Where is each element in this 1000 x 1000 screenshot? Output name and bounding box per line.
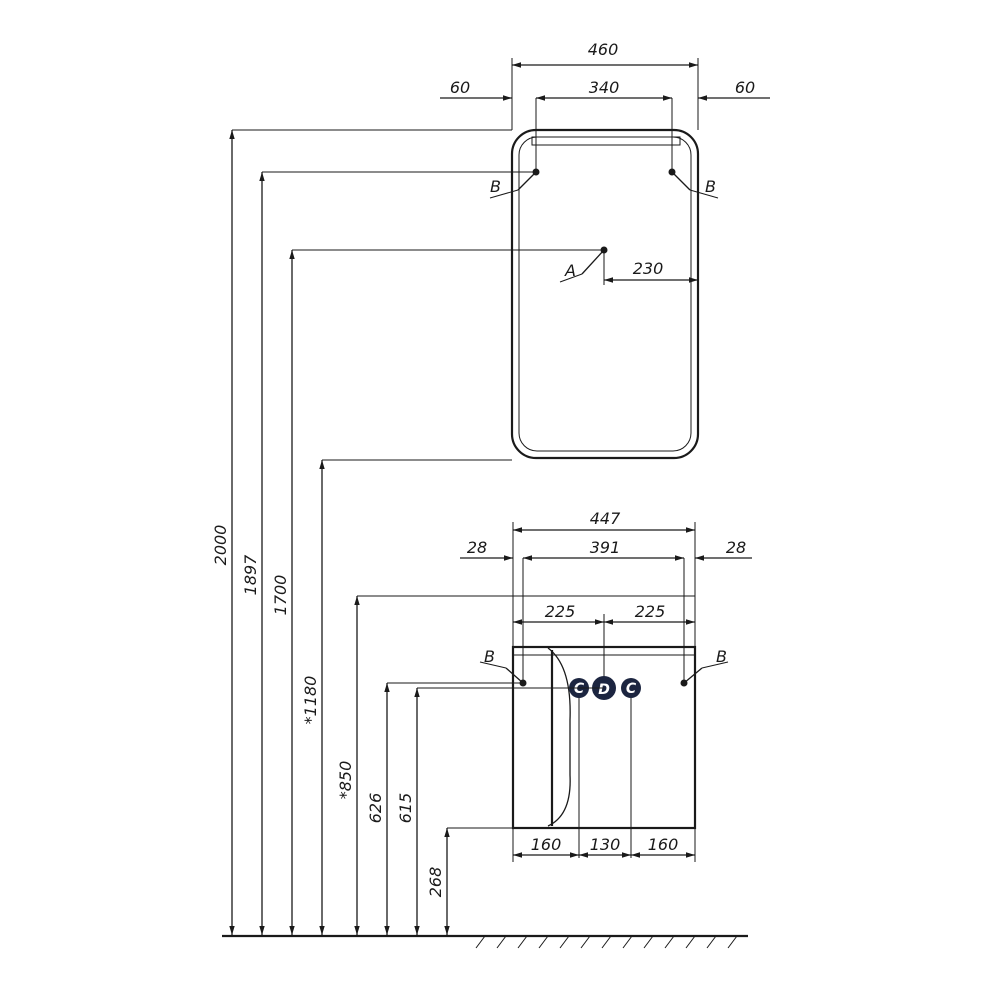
mirror-fixing-label-right: B bbox=[705, 177, 716, 196]
mirror-inner-frame bbox=[518, 136, 692, 452]
connection-label-c-left: C bbox=[574, 681, 585, 697]
cabinet-curved-door bbox=[547, 647, 571, 827]
cabinet-fixing-label-left: B bbox=[484, 647, 495, 666]
leader-b-right bbox=[671, 171, 691, 191]
leader-cab-b-right-tail bbox=[701, 661, 729, 669]
floor-hatch-stroke bbox=[706, 935, 717, 949]
height-label-268: 268 bbox=[426, 867, 445, 898]
cabinet-bottom-left-label: 160 bbox=[531, 835, 562, 854]
height-label-615: 615 bbox=[396, 793, 415, 824]
height-label-1180: *1180 bbox=[301, 676, 320, 725]
cabinet-center-right-label: 225 bbox=[635, 602, 666, 621]
height-label-626: 626 bbox=[366, 793, 385, 824]
leader-b-left bbox=[517, 171, 537, 191]
leader-a-tail bbox=[559, 273, 583, 283]
socket-offset-label: 230 bbox=[633, 259, 664, 278]
floor bbox=[222, 934, 748, 949]
mirror-side-left-label: 60 bbox=[450, 78, 470, 97]
floor-hatch-stroke bbox=[538, 935, 549, 949]
connection-bubble-c-right bbox=[621, 678, 641, 698]
floor-hatch-stroke bbox=[559, 935, 570, 949]
leader-a bbox=[581, 249, 605, 275]
cabinet-bottom-right-label: 160 bbox=[648, 835, 679, 854]
mirror-socket-label: A bbox=[564, 261, 576, 280]
floor-hatch-stroke bbox=[517, 935, 528, 949]
cabinet-bottom-mid-label: 130 bbox=[590, 835, 621, 854]
cabinet-inner-label: 391 bbox=[590, 538, 621, 557]
cabinet: 447 391 28 28 225 225 B B C D C bbox=[460, 509, 752, 862]
floor-hatch-stroke bbox=[580, 935, 591, 949]
cabinet-side-left-label: 28 bbox=[467, 538, 487, 557]
floor-hatch-stroke bbox=[601, 935, 612, 949]
mirror-inner-label: 340 bbox=[589, 78, 620, 97]
mirror-side-right-label: 60 bbox=[735, 78, 755, 97]
floor-hatch-stroke bbox=[685, 935, 696, 949]
mirror-light-strip bbox=[531, 136, 681, 146]
floor-hatch bbox=[475, 935, 738, 949]
floor-hatch-stroke bbox=[643, 935, 654, 949]
height-label-850: *850 bbox=[336, 761, 355, 800]
leader-b-left-tail bbox=[489, 189, 519, 199]
height-label-1897: 1897 bbox=[241, 554, 260, 596]
cabinet-fixing-label-right: B bbox=[716, 647, 727, 666]
floor-hatch-stroke bbox=[475, 935, 486, 949]
cabinet-center-left-label: 225 bbox=[545, 602, 576, 621]
height-label-2000: 2000 bbox=[211, 525, 230, 566]
floor-hatch-stroke bbox=[496, 935, 507, 949]
leader-cab-b-right bbox=[683, 667, 703, 684]
floor-hatch-stroke bbox=[622, 935, 633, 949]
mirror-width-label: 460 bbox=[588, 40, 619, 59]
mirror: 460 340 60 60 B B A 230 bbox=[440, 40, 770, 460]
mirror-fixing-label-left: B bbox=[490, 177, 501, 196]
connection-label-c-right: C bbox=[626, 681, 637, 697]
leader-b-right-tail bbox=[689, 189, 719, 199]
leader-cab-b-left-tail bbox=[479, 661, 507, 669]
floor-hatch-stroke bbox=[664, 935, 675, 949]
connection-label-d: D bbox=[598, 682, 610, 698]
leader-cab-b-left bbox=[505, 667, 524, 684]
height-label-1700: 1700 bbox=[271, 575, 290, 616]
floor-hatch-stroke bbox=[727, 935, 738, 949]
mirror-outer-frame bbox=[510, 128, 700, 460]
cabinet-width-label: 447 bbox=[590, 509, 621, 528]
cabinet-side-right-label: 28 bbox=[726, 538, 746, 557]
height-dimensions: 2000 1897 1700 *1180 *850 626 615 268 bbox=[211, 129, 695, 935]
